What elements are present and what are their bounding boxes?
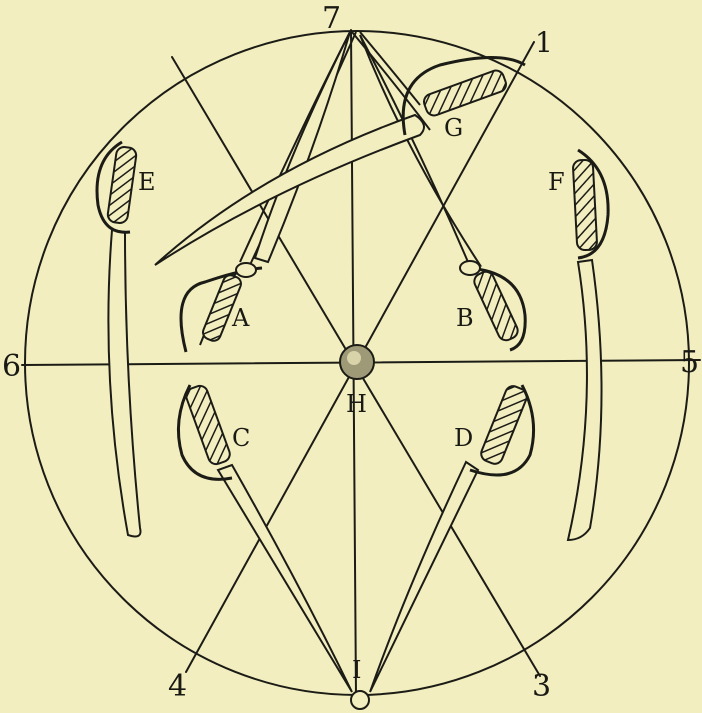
- label-sword-f: F: [548, 168, 565, 196]
- label-6: 6: [2, 349, 21, 384]
- label-h: H: [346, 390, 367, 418]
- label-7: 7: [322, 1, 341, 36]
- sword-g: [155, 58, 525, 266]
- label-sword-d: D: [454, 424, 473, 452]
- label-4: 4: [168, 669, 187, 704]
- label-sword-c: C: [232, 424, 250, 452]
- sword-e: [97, 142, 141, 536]
- label-sword-b: B: [456, 304, 474, 332]
- label-sword-a: A: [231, 304, 250, 332]
- label-i: I: [352, 656, 361, 684]
- bottom-ring: [351, 691, 369, 709]
- label-3: 3: [532, 669, 551, 704]
- center-point: [340, 345, 374, 379]
- label-5: 5: [680, 345, 699, 380]
- label-1: 1: [535, 26, 553, 59]
- sword-c: [178, 384, 352, 692]
- label-sword-g: G: [444, 114, 463, 142]
- label-sword-e: E: [138, 168, 156, 196]
- sword-f: [568, 150, 608, 540]
